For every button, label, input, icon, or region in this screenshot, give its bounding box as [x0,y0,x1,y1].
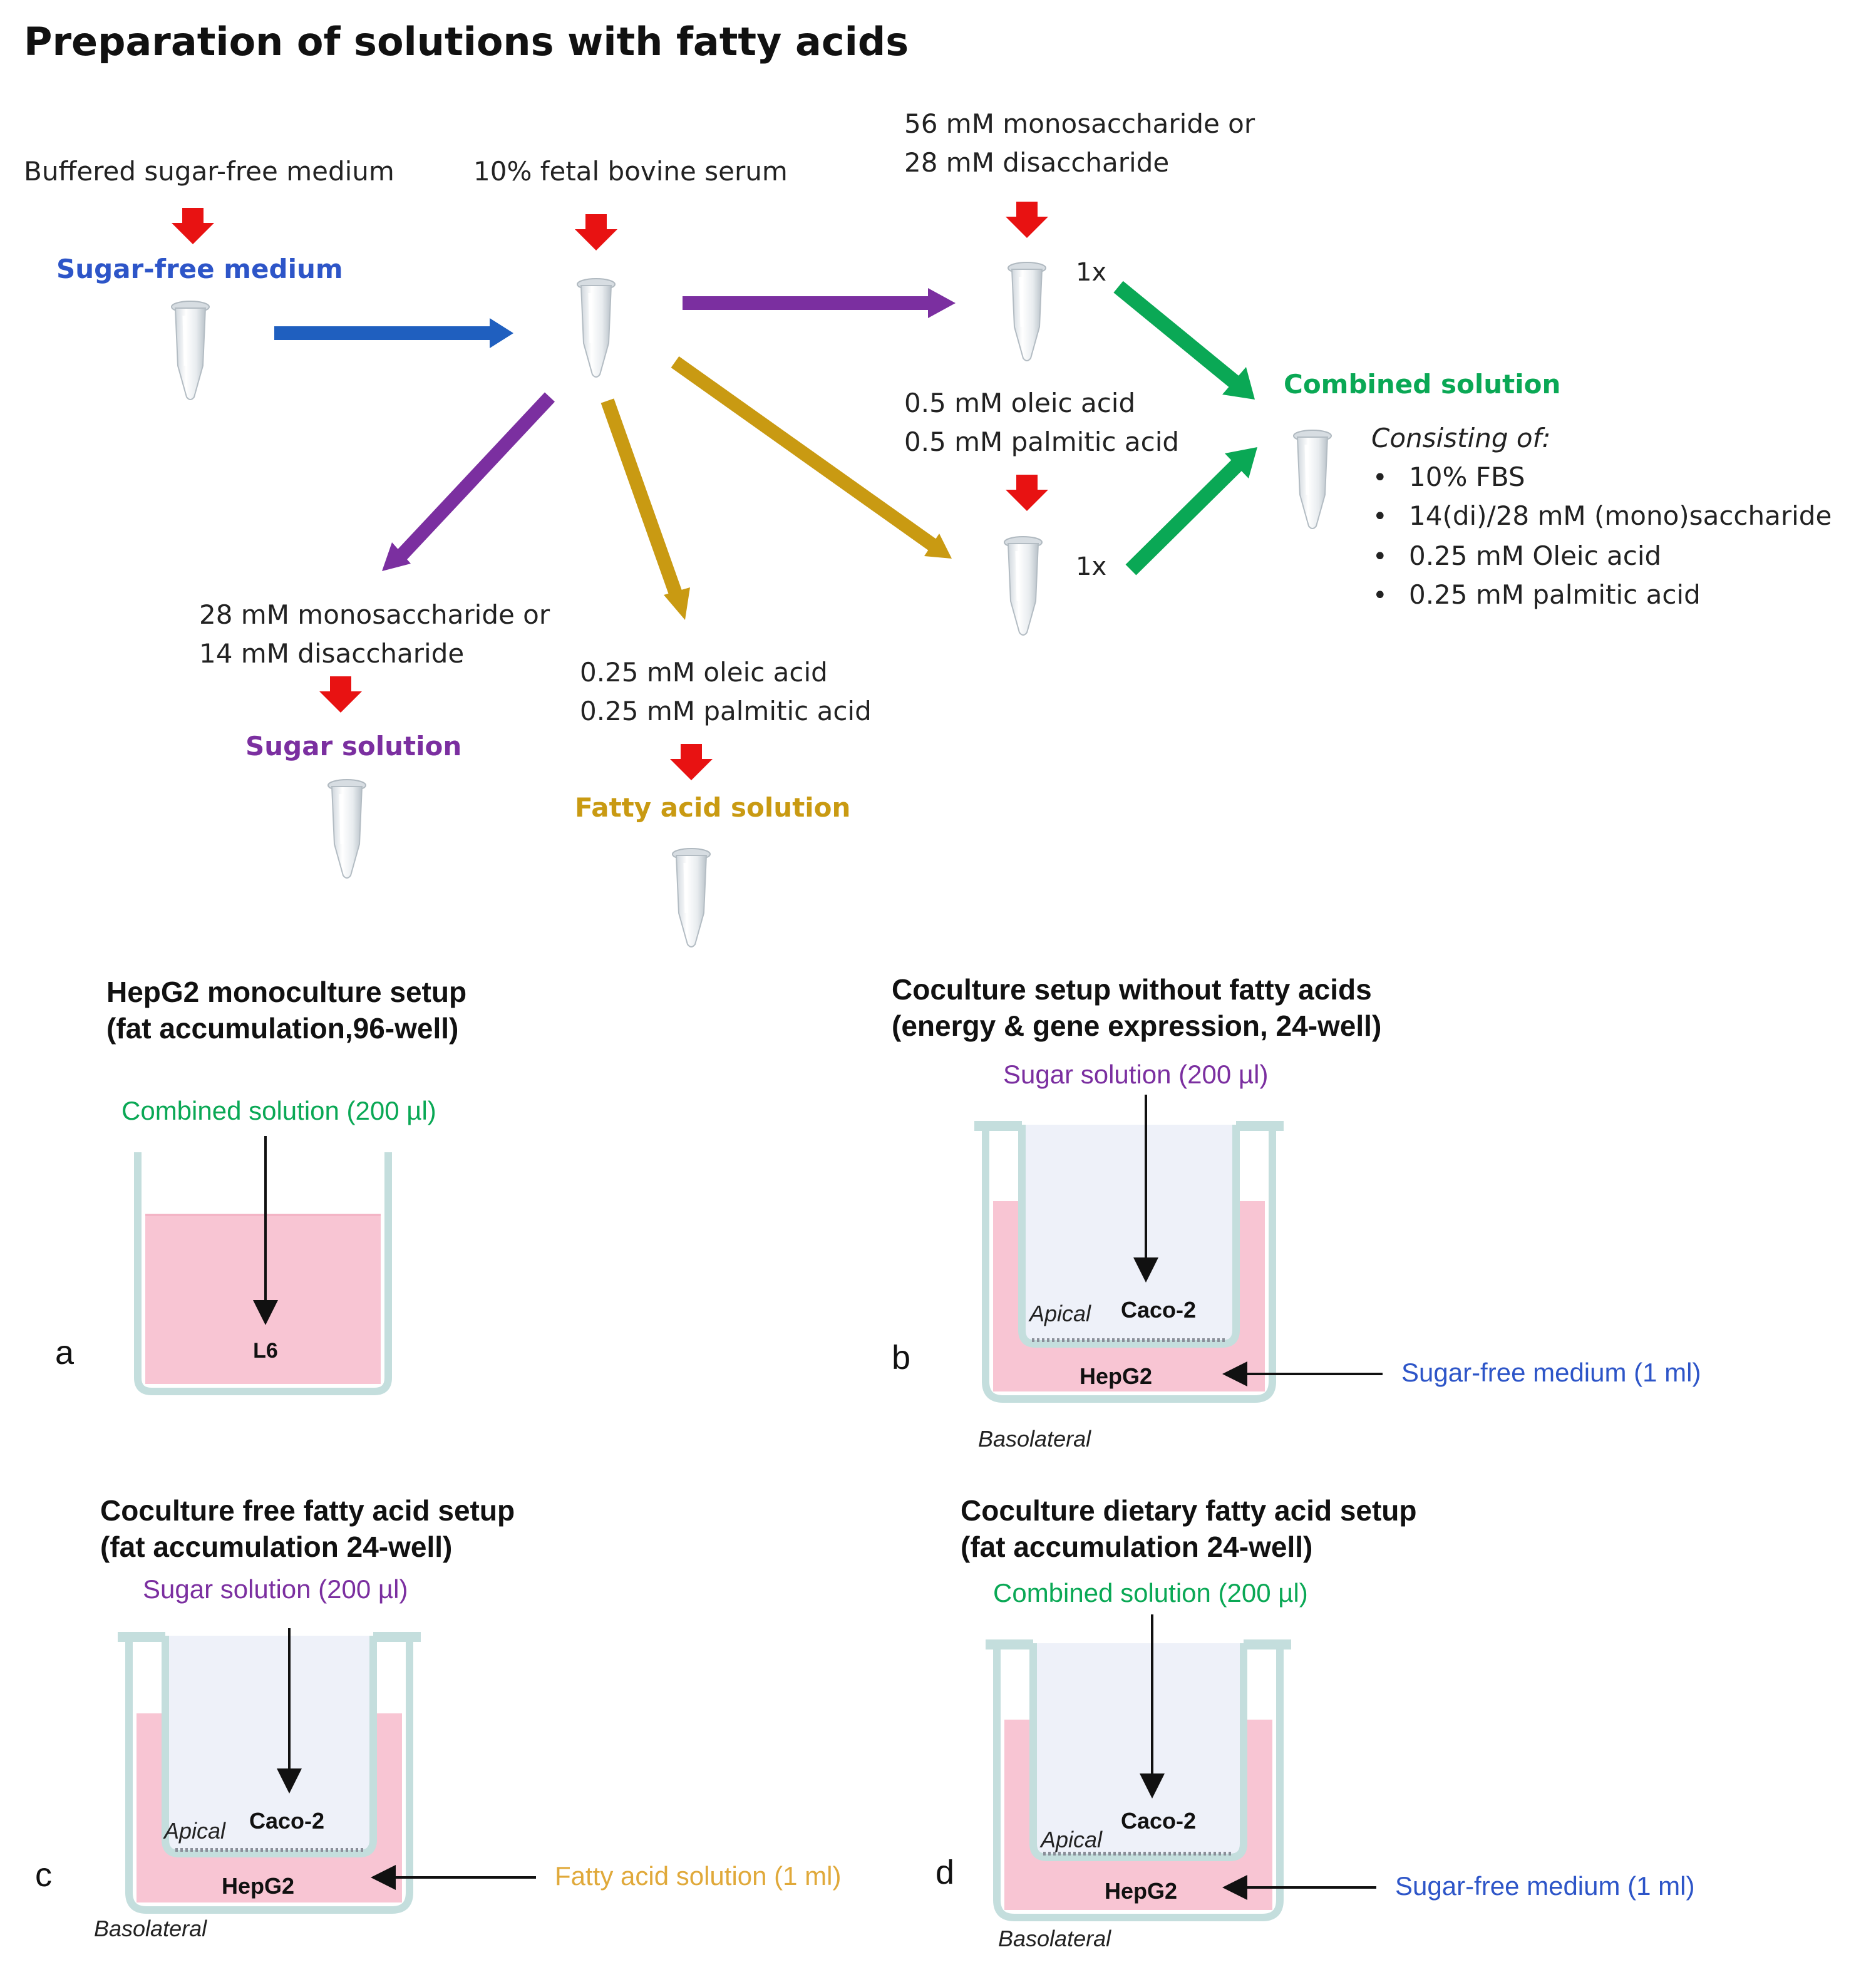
panel-c-side-label: Fatty acid solution (1 ml) [555,1861,842,1891]
panel-c-apical: Apical [163,1818,226,1844]
onex-bottom-label: 1x [1076,552,1106,581]
sugar56-label-line2: 28 mM disaccharide [904,147,1169,178]
panel-a-title-line2: (fat accumulation,96-well) [106,1012,458,1045]
panel-a-letter: a [55,1334,75,1371]
transwell-d [986,1639,1291,1921]
panel-a: HepG2 monoculture setup (fat accumulatio… [55,976,466,1395]
panel-d-top-label: Combined solution (200 µl) [993,1578,1308,1608]
sugar28-label-line2: 14 mM disaccharide [199,638,464,669]
panel-b-basolateral: Basolateral [978,1426,1091,1452]
panel-a-cell-label: L6 [253,1339,278,1363]
red-down-arrow-icon [575,214,617,250]
panel-c-bottom-cell: HepG2 [222,1873,294,1899]
panel-c-insert-cell: Caco-2 [249,1808,324,1834]
panel-b: Coculture setup without fatty acids (ene… [892,973,1701,1452]
panel-b-top-label: Sugar solution (200 µl) [1003,1060,1268,1089]
panel-b-letter: b [892,1339,910,1376]
red-down-arrow-icon [1006,475,1048,511]
panel-b-apical: Apical [1028,1301,1091,1326]
purple-flow-arrow-icon [683,288,956,318]
red-down-arrow-icon [1006,202,1048,238]
bullet: • [1373,502,1388,531]
panel-d-apical: Apical [1039,1827,1103,1852]
tube-combined-solution-icon [1294,430,1331,529]
panel-d-side-label: Sugar-free medium (1 ml) [1395,1871,1694,1901]
consisting-of-label: Consisting of: [1371,423,1550,453]
panel-b-bottom-cell: HepG2 [1080,1363,1152,1389]
sugar56-label-line1: 56 mM monosaccharide or [904,108,1255,139]
buffered-medium-label: Buffered sugar-free medium [24,156,394,187]
fa025-label-line2: 0.25 mM palmitic acid [580,696,872,726]
panel-c: Coculture free fatty acid setup (fat acc… [35,1494,842,1941]
panel-b-insert-cell: Caco-2 [1121,1297,1196,1323]
panel-c-letter: c [35,1856,52,1894]
bullet: • [1373,581,1388,610]
consisting-item: 0.25 mM Oleic acid [1409,540,1661,571]
fa025-label-line1: 0.25 mM oleic acid [580,657,828,688]
red-down-arrow-icon [670,744,713,780]
well-96 [134,1152,392,1395]
tube-fatty-acid-solution-icon [673,849,710,947]
tube-fbs-icon [577,279,615,377]
panel-d: Coculture dietary fatty acid setup (fat … [935,1494,1694,1951]
transwell-c [118,1632,421,1914]
sugar28-label-line1: 28 mM monosaccharide or [199,599,550,630]
consisting-item: 0.25 mM palmitic acid [1409,579,1701,610]
panel-d-bottom-cell: HepG2 [1105,1878,1177,1904]
panel-a-input-label: Combined solution (200 µl) [121,1096,436,1125]
tube-sugar-free-medium-icon [172,301,209,400]
consisting-list: • 10% FBS • 14(di)/28 mM (mono)saccharid… [1373,462,1832,610]
fa05-label-line1: 0.5 mM oleic acid [904,388,1135,418]
panel-d-title-line2: (fat accumulation 24-well) [961,1531,1312,1563]
fa05-label-line2: 0.5 mM palmitic acid [904,426,1179,457]
purple-flow-arrow-icon [382,392,555,571]
fbs-label: 10% fetal bovine serum [473,156,788,187]
transwell-b [974,1121,1284,1403]
green-flow-arrow-icon [1113,281,1255,400]
red-down-arrow-icon [319,676,362,713]
sugar-free-medium-label: Sugar-free medium [56,254,343,284]
tube-monosaccharide-icon [1008,262,1046,361]
panel-b-title-line1: Coculture setup without fatty acids [892,973,1372,1006]
panel-b-side-label: Sugar-free medium (1 ml) [1401,1358,1701,1387]
panel-a-title-line1: HepG2 monoculture setup [106,976,466,1008]
page-title: Preparation of solutions with fatty acid… [24,19,909,65]
gold-flow-arrow-icon [600,398,690,620]
panel-c-basolateral: Basolateral [94,1916,207,1941]
tube-sugar-solution-icon [328,780,366,878]
panel-c-title-line1: Coculture free fatty acid setup [100,1494,515,1527]
consisting-item: 10% FBS [1409,462,1525,492]
bullet: • [1373,463,1388,492]
red-down-arrow-icon [172,208,214,244]
tube-fatty-acid-05-icon [1004,537,1042,635]
combined-solution-title: Combined solution [1284,369,1560,400]
panel-d-insert-cell: Caco-2 [1121,1808,1196,1834]
panel-b-title-line2: (energy & gene expression, 24-well) [892,1009,1381,1042]
panel-c-title-line2: (fat accumulation 24-well) [100,1531,452,1563]
bullet: • [1373,542,1388,571]
panel-d-basolateral: Basolateral [998,1926,1111,1951]
green-flow-arrow-icon [1125,447,1257,576]
panel-d-title-line1: Coculture dietary fatty acid setup [961,1494,1417,1527]
gold-flow-arrow-icon [671,356,952,559]
fatty-acid-solution-label: Fatty acid solution [575,792,850,823]
panel-c-top-label: Sugar solution (200 µl) [143,1574,408,1604]
panel-d-letter: d [935,1854,954,1891]
sugar-solution-label: Sugar solution [245,731,461,761]
consisting-item: 14(di)/28 mM (mono)saccharide [1409,500,1832,531]
blue-flow-arrow-icon [274,318,513,348]
onex-top-label: 1x [1076,258,1106,287]
